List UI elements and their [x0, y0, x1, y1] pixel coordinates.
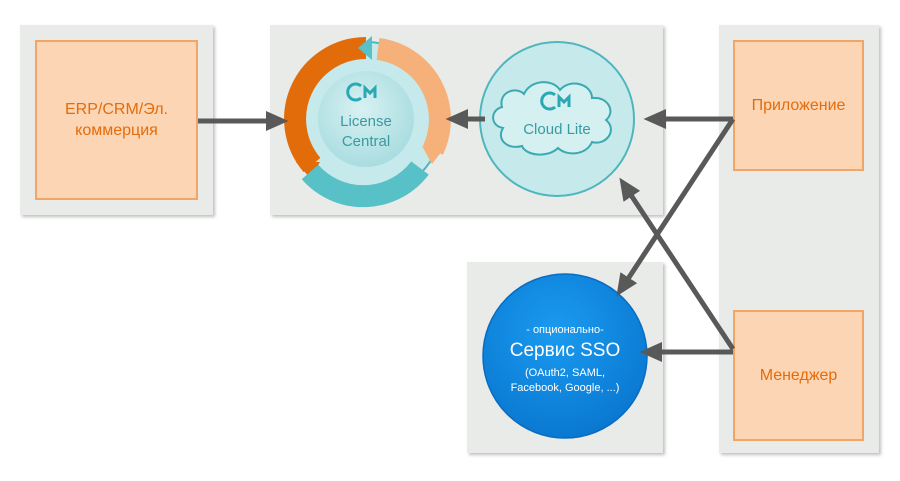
application-box: Приложение — [733, 40, 864, 171]
sso-detail-line2: Facebook, Google, ...) — [511, 382, 620, 394]
sso-service-node: - опционально- Сервис SSO (OAuth2, SAML,… — [482, 273, 648, 439]
cycle-arc-dark-orange — [284, 37, 367, 173]
application-label: Приложение — [751, 97, 846, 114]
license-central-label-line1: License — [340, 113, 392, 130]
arrow-manager-to-cloud-lite — [619, 177, 736, 351]
license-central-node: License Central — [284, 36, 451, 208]
cloud-shape-icon — [492, 81, 612, 156]
cm-logo-icon — [540, 91, 571, 111]
license-central-label-line2: Central — [342, 133, 390, 150]
cloud-lite-node: Cloud Lite — [479, 41, 635, 197]
manager-label: Менеджер — [759, 367, 838, 384]
sso-optional-label: - опционально- — [526, 324, 604, 336]
cloud-lite-label: Cloud Lite — [523, 121, 591, 138]
erp-label-line1: ERP/CRM/Эл. — [65, 101, 168, 118]
manager-box: Менеджер — [733, 310, 864, 441]
erp-label-line2: коммерция — [75, 122, 158, 139]
cm-logo-icon — [346, 82, 377, 102]
cycle-arc-light-orange — [376, 38, 451, 155]
arrow-application-to-sso — [616, 117, 736, 297]
erp-crm-box: ERP/CRM/Эл. коммерция — [35, 40, 198, 200]
sso-detail-line1: (OAuth2, SAML, — [525, 367, 605, 379]
sso-title: Сервис SSO — [510, 340, 620, 361]
cycle-arc-teal — [301, 161, 429, 208]
